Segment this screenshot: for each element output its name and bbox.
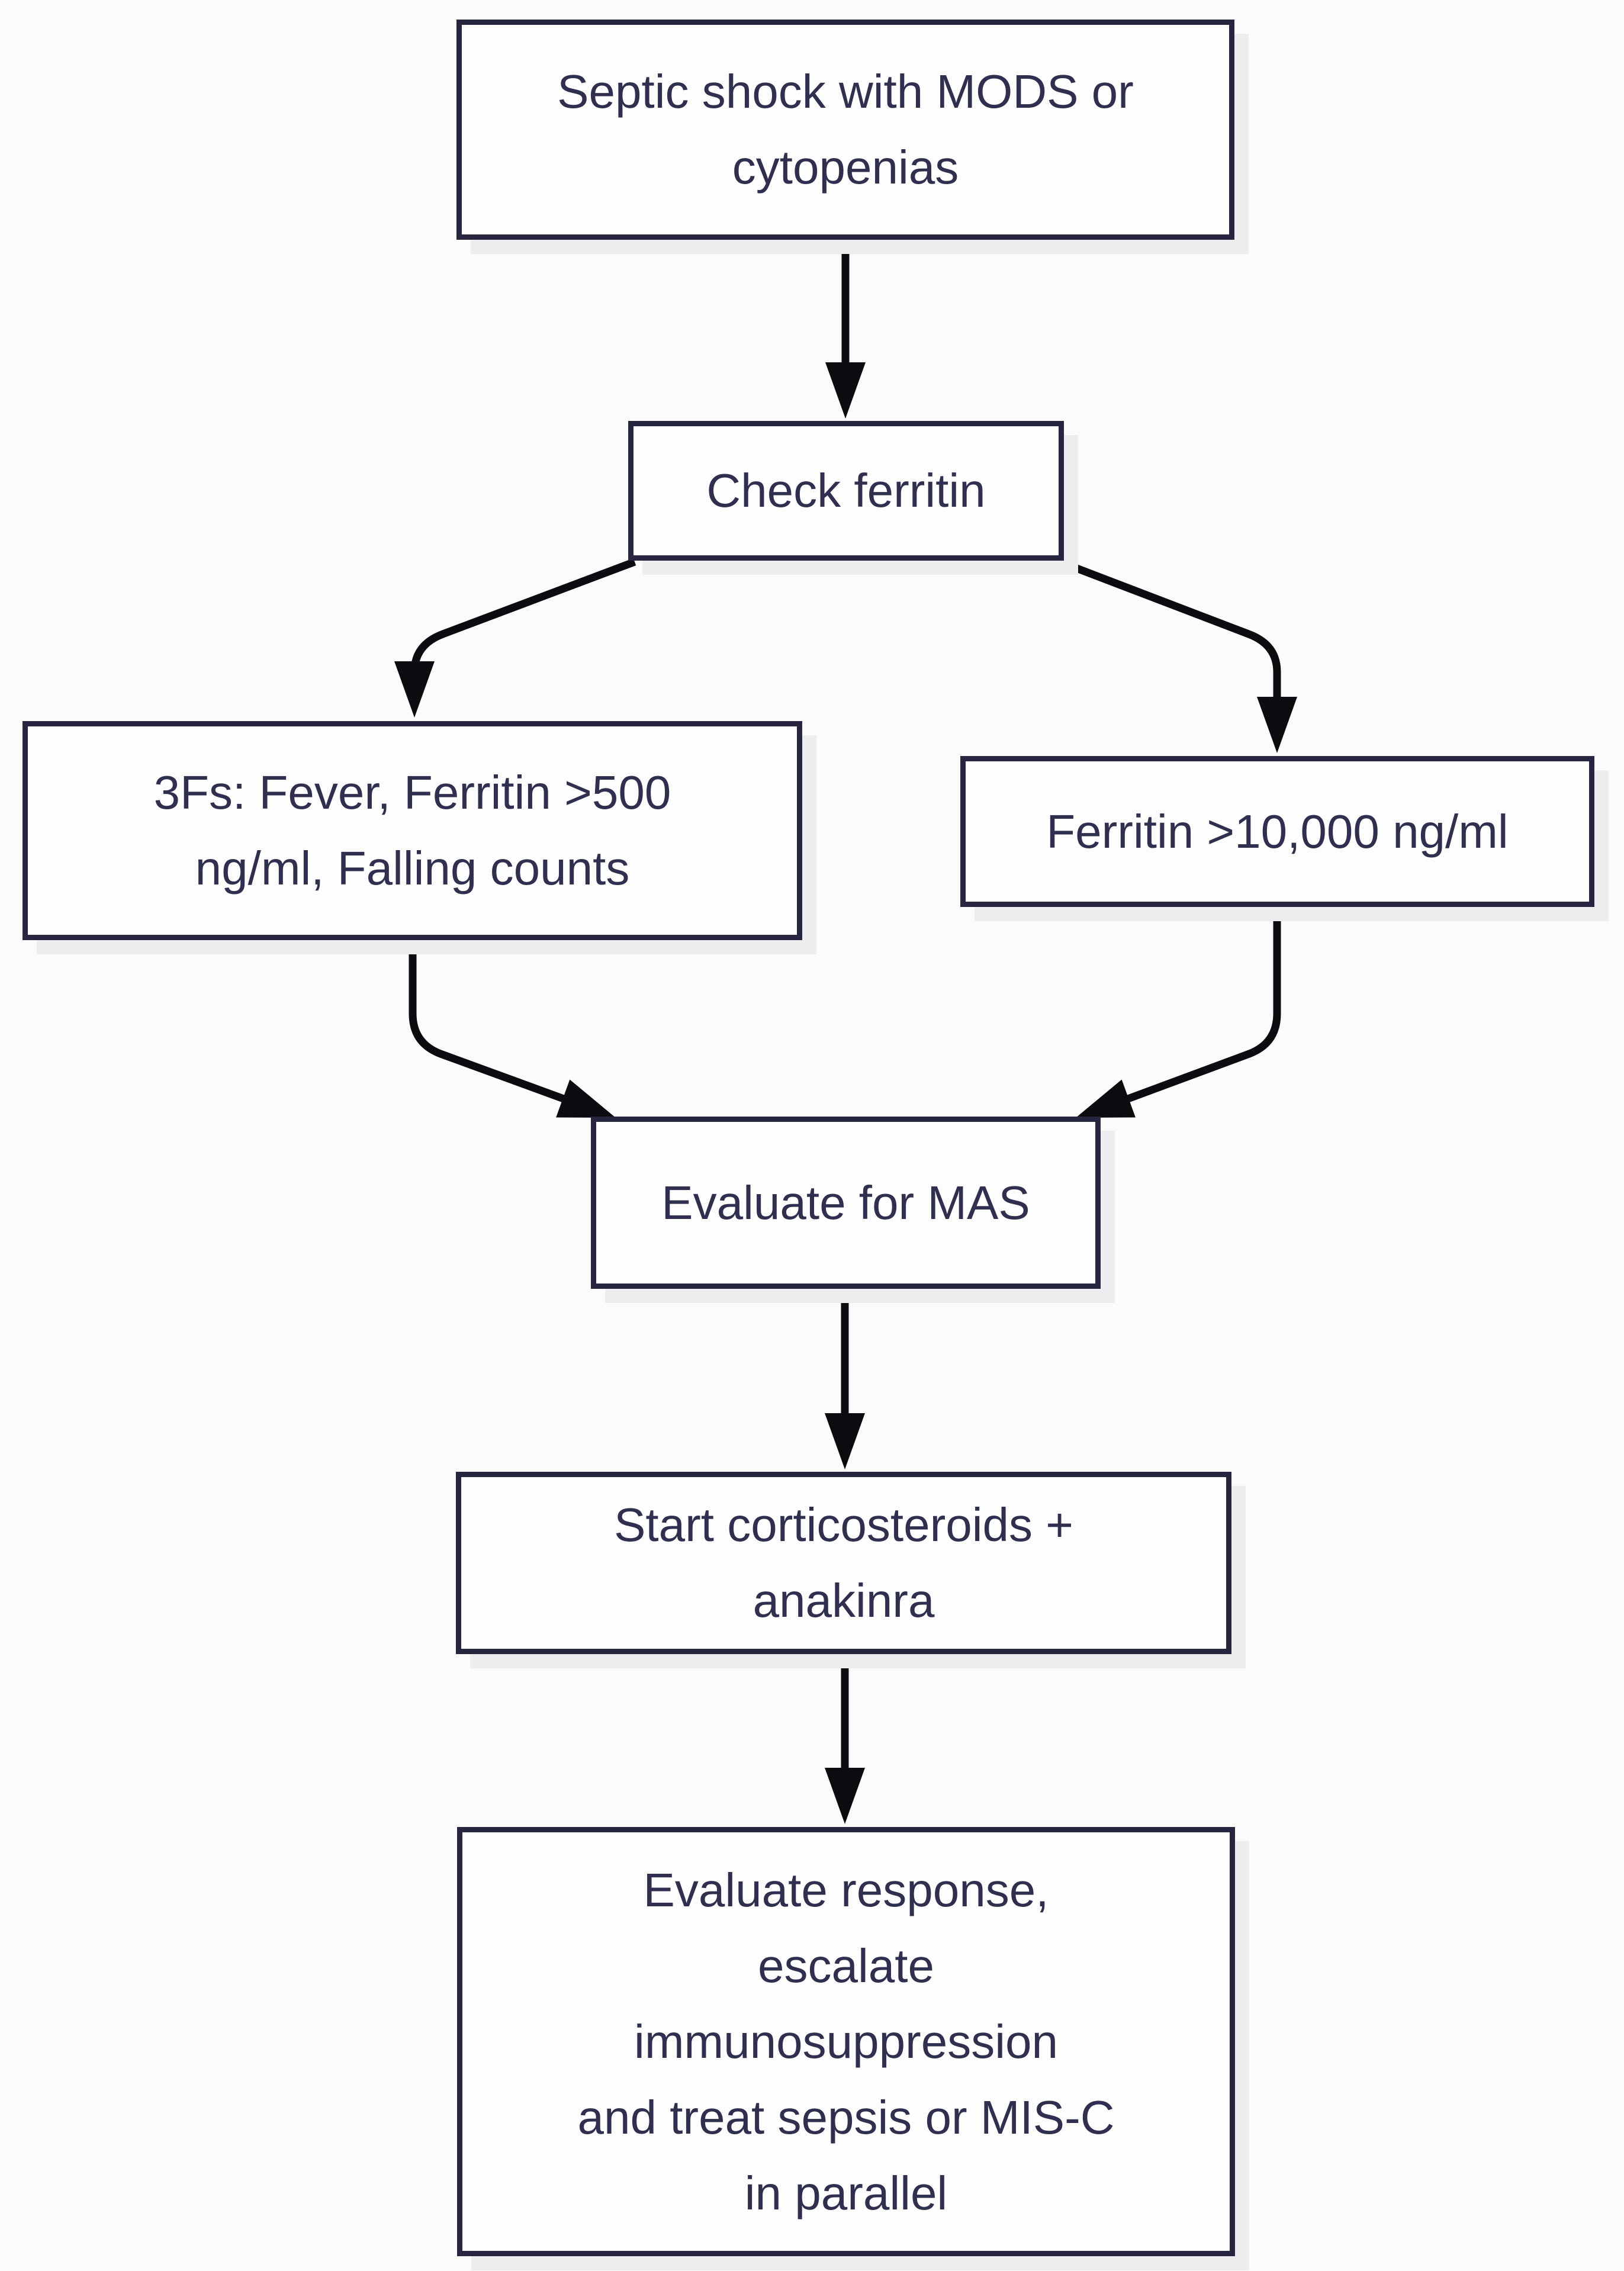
node-evaluate-mas: Evaluate for MAS [591, 1117, 1101, 1289]
node-label: Septic shock with MODS or [557, 65, 1134, 118]
node-label: ng/ml, Falling counts [195, 842, 630, 895]
edge-evaluatemas-to-treatment [825, 1290, 865, 1469]
edge-ferritin10000-to-evaluatemas [1076, 908, 1281, 1118]
node-septic-shock: Septic shock with MODS or cytopenias [456, 20, 1234, 240]
node-label: Start corticosteroids + [614, 1498, 1073, 1551]
node-three-fs: 3Fs: Fever, Ferritin >500 ng/ml, Falling… [22, 721, 802, 940]
arrowhead-icon [825, 1413, 865, 1469]
edge-treatment-to-response [825, 1655, 865, 1824]
arrowhead-icon [825, 1768, 865, 1824]
arrowhead-icon [825, 362, 866, 419]
node-label: and treat sepsis or MIS-C [577, 2090, 1115, 2144]
node-label: Evaluate response, [643, 1863, 1049, 1916]
node-label: anakinra [752, 1574, 935, 1627]
node-label: cytopenias [732, 141, 959, 194]
node-label: escalate [758, 1939, 934, 1992]
edge-check-to-threefs [394, 558, 636, 718]
node-check-ferritin: Check ferritin [628, 421, 1064, 561]
node-label: 3Fs: Fever, Ferritin >500 [153, 766, 671, 819]
node-start-treatment: Start corticosteroids + anakinra [456, 1472, 1231, 1654]
arrowhead-icon [1257, 697, 1297, 753]
node-label: Check ferritin [706, 464, 986, 517]
node-label: Ferritin >10,000 ng/ml [1046, 805, 1509, 858]
node-label: Evaluate for MAS [661, 1176, 1030, 1229]
node-ferritin-10000: Ferritin >10,000 ng/ml [960, 756, 1594, 907]
edge-check-to-ferritin10000 [1058, 558, 1297, 753]
node-label: in parallel [744, 2166, 948, 2219]
node-label: immunosuppression [634, 2015, 1058, 2068]
edge-septic-to-check [825, 241, 866, 419]
arrowhead-icon [394, 661, 435, 718]
edge-threefs-to-evaluatemas [409, 941, 616, 1118]
node-evaluate-response: Evaluate response, escalate immunosuppre… [457, 1827, 1235, 2256]
